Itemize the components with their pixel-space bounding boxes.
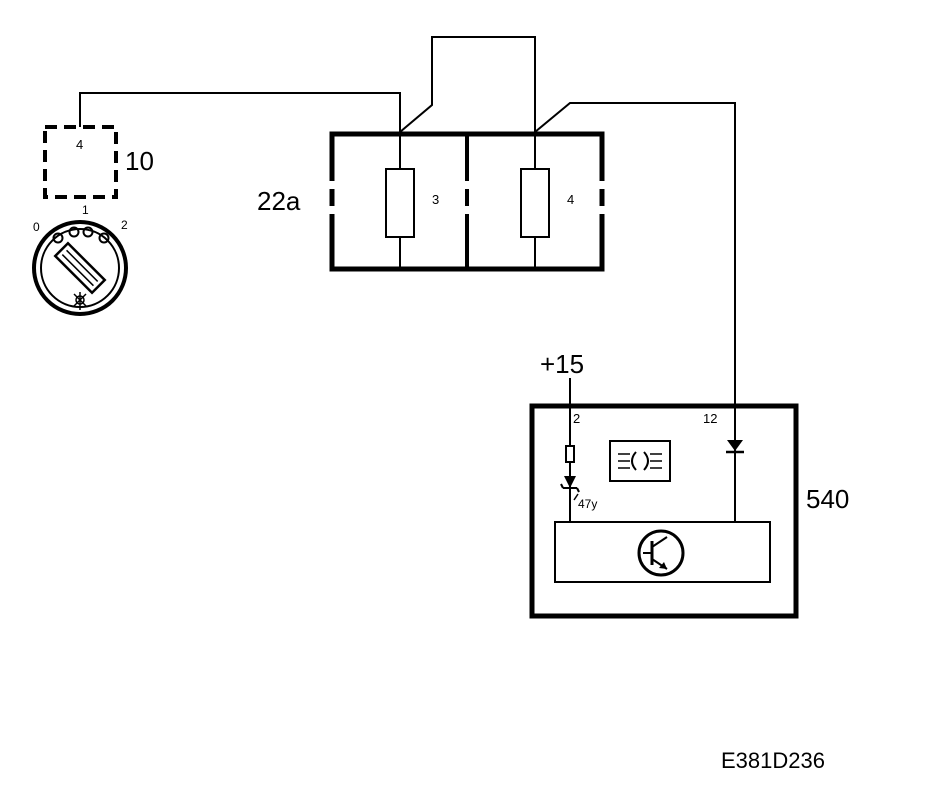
module-outline bbox=[529, 403, 799, 619]
fuse-icon bbox=[385, 168, 415, 238]
wires bbox=[79, 36, 736, 405]
figure-code-label: E381D236 bbox=[721, 748, 825, 773]
switch-position-2: 2 bbox=[121, 218, 128, 232]
transistor-icon bbox=[637, 529, 685, 577]
switch-pin-label: 4 bbox=[76, 137, 83, 152]
fuse-icon bbox=[520, 168, 550, 238]
supply-label: +15 bbox=[540, 349, 584, 379]
rotary-light-switch-icon bbox=[32, 220, 128, 316]
fuse-3-label: 3 bbox=[432, 192, 439, 207]
module-540: 540 2 12 47y bbox=[529, 403, 849, 619]
switch-position-0: 0 bbox=[33, 220, 40, 234]
resistor-icon bbox=[565, 445, 575, 463]
switch-pin-box bbox=[43, 125, 118, 199]
fuse-box-22a: 22a 3 4 bbox=[257, 131, 608, 272]
module-pin-2-label: 2 bbox=[573, 411, 580, 426]
module-pin-12-label: 12 bbox=[703, 411, 717, 426]
fuse-3: 3 bbox=[385, 134, 439, 269]
resistor-value-label: 47y bbox=[578, 497, 597, 511]
wire-fuse-bridge bbox=[399, 36, 536, 133]
switch-ref-label: 10 bbox=[125, 146, 154, 176]
headlamp-symbol-icon bbox=[609, 440, 671, 482]
zener-diode-icon bbox=[560, 476, 580, 501]
light-switch-10: 4 10 0 1 2 bbox=[32, 125, 154, 316]
module-ref-label: 540 bbox=[806, 484, 849, 514]
fuse-4: 4 bbox=[520, 134, 574, 269]
fuse-box-ref-label: 22a bbox=[257, 186, 301, 216]
transistor-block bbox=[554, 521, 771, 583]
wire-switch-to-fuse-3 bbox=[79, 92, 401, 132]
fuse-4-label: 4 bbox=[567, 192, 574, 207]
diode-icon bbox=[726, 440, 744, 454]
switch-position-1: 1 bbox=[82, 203, 89, 217]
wire-fuse-4-to-module bbox=[534, 102, 736, 405]
